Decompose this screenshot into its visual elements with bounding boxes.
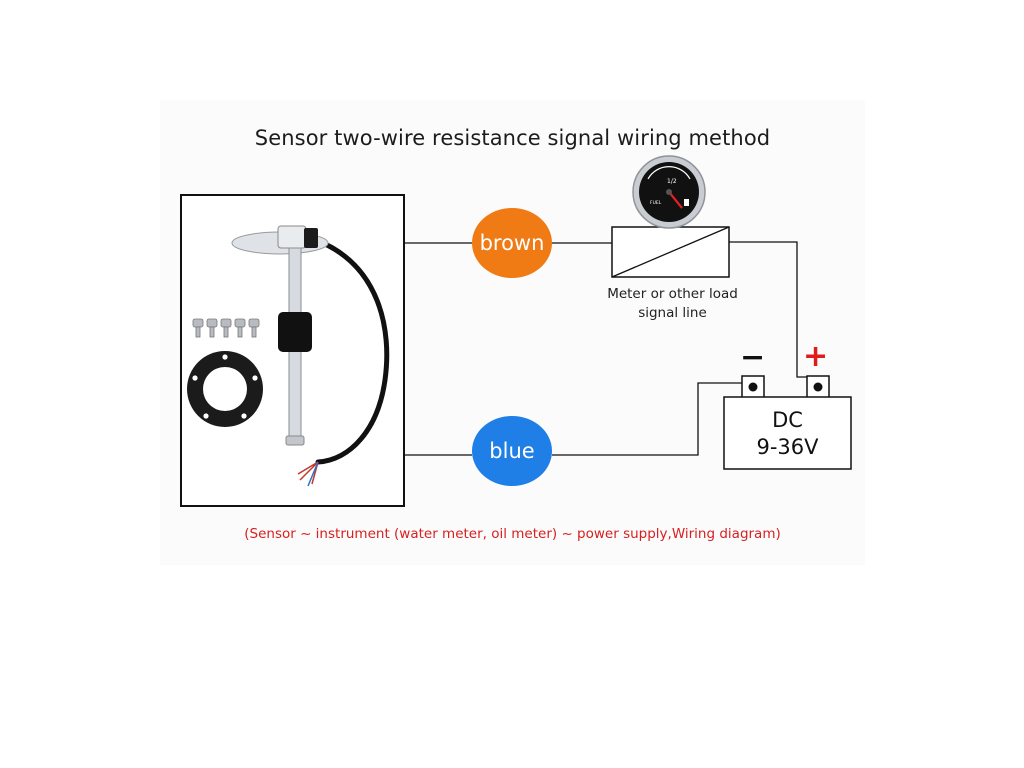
battery-label: DC 9-36V xyxy=(724,407,851,461)
brown-wire-label: brown xyxy=(472,208,552,278)
meter-caption-line2: signal line xyxy=(638,305,707,321)
meter-load-box xyxy=(611,226,730,278)
footer-note: (Sensor ~ instrument (water meter, oil m… xyxy=(244,526,781,542)
meter-caption-line1: Meter or other load xyxy=(607,286,738,302)
battery-body xyxy=(723,396,852,470)
screw-icon xyxy=(192,318,260,338)
gauge-scale-mark: 1/2 xyxy=(667,178,677,185)
meter-caption: Meter or other load signal line xyxy=(590,285,755,323)
battery-icon xyxy=(723,375,852,470)
battery-label-line2: 9-36V xyxy=(756,435,819,459)
fuel-gauge-icon: 1/2 FUEL xyxy=(632,155,706,229)
fuel-pump-icon xyxy=(684,199,689,206)
blue-to-negative-wire xyxy=(552,382,742,456)
diagram-title: Sensor two-wire resistance signal wiring… xyxy=(254,126,771,150)
positive-symbol: + xyxy=(803,339,829,374)
gasket-icon xyxy=(187,351,263,427)
battery-label-line1: DC xyxy=(772,408,803,432)
gauge-brand-text: FUEL xyxy=(650,200,662,206)
blue-wire-label: blue xyxy=(472,416,552,486)
level-sensor-icon xyxy=(231,225,390,487)
negative-symbol: − xyxy=(740,340,766,375)
